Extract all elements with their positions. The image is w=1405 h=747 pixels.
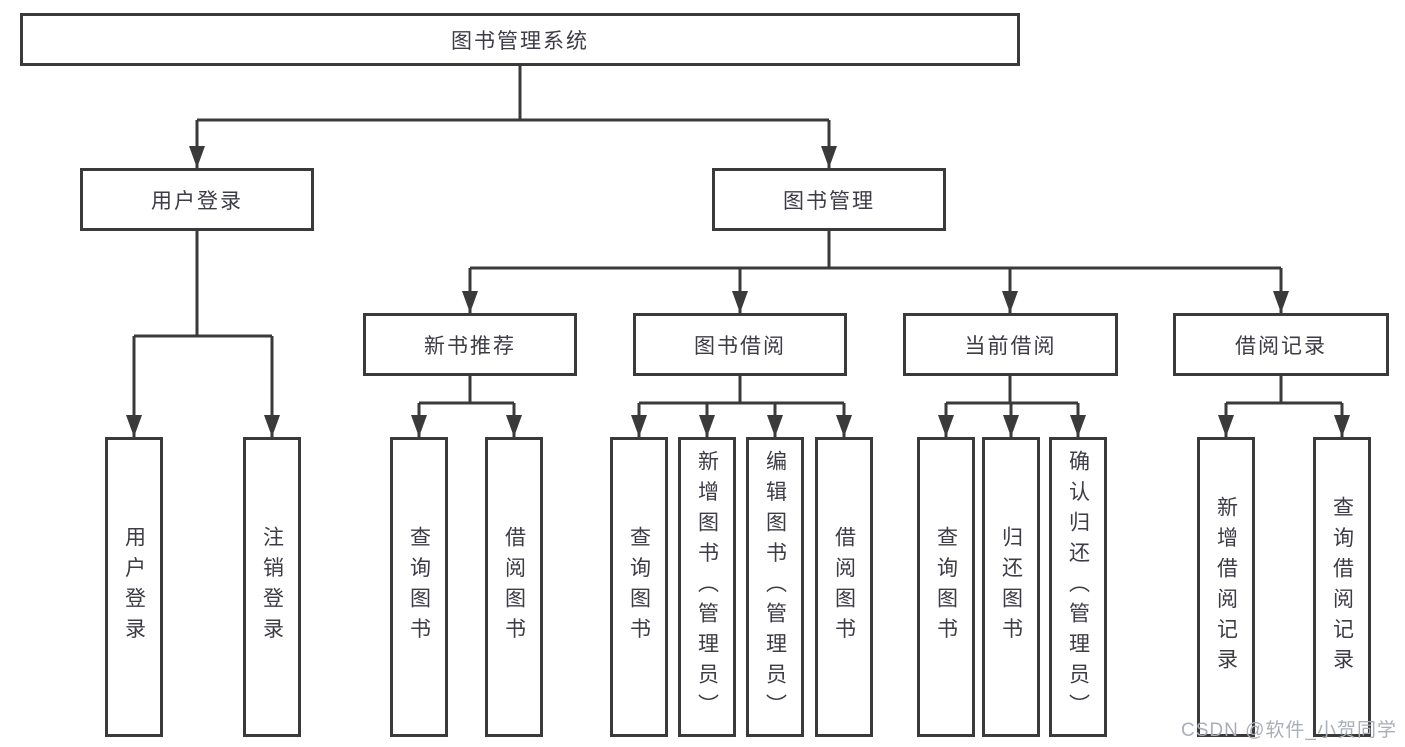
leaf-return-book-label: 归还图书	[999, 526, 1023, 648]
connector-book-borrow	[637, 376, 846, 437]
leaf-add-borrow-record-label: 新增借阅记录	[1214, 495, 1238, 679]
leaf-borrow-book-2-label: 借阅图书	[832, 526, 856, 648]
connector-borrow-records	[1224, 376, 1344, 437]
node-new-book-recommend: 新书推荐	[363, 313, 577, 376]
leaf-borrow-book-1-label: 借阅图书	[502, 526, 526, 648]
connector-user-login	[132, 231, 274, 437]
node-book-management-label: 图书管理	[783, 189, 875, 213]
node-root-label: 图书管理系统	[451, 29, 589, 53]
leaf-query-borrow-record-label: 查询借阅记录	[1330, 495, 1354, 679]
leaf-query-book-2-label: 查询图书	[627, 526, 651, 648]
node-user-login-label: 用户登录	[151, 189, 243, 213]
leaf-logout-label: 注销登录	[260, 526, 284, 648]
leaf-borrow-book-1: 借阅图书	[485, 437, 543, 737]
leaf-confirm-return-admin: 确认归还（管理员）	[1049, 437, 1107, 737]
node-book-management: 图书管理	[712, 168, 946, 231]
csdn-watermark: CSDN @软件_小贺同学	[1181, 720, 1397, 741]
leaf-user-login-label: 用户登录	[122, 526, 146, 648]
leaf-add-borrow-record: 新增借阅记录	[1197, 437, 1255, 737]
node-borrow-records: 借阅记录	[1173, 313, 1389, 376]
node-current-borrow: 当前借阅	[903, 313, 1118, 376]
leaf-query-borrow-record: 查询借阅记录	[1313, 437, 1371, 737]
leaf-query-book-3: 查询图书	[917, 437, 975, 737]
node-borrow-records-label: 借阅记录	[1235, 334, 1327, 358]
node-book-borrow: 图书借阅	[633, 313, 847, 376]
node-current-borrow-label: 当前借阅	[964, 334, 1057, 358]
leaf-edit-book-admin-label: 编辑图书（管理员）	[763, 449, 787, 725]
leaf-user-login: 用户登录	[105, 437, 163, 737]
leaf-query-book-3-label: 查询图书	[934, 526, 958, 648]
leaf-borrow-book-2: 借阅图书	[815, 437, 873, 737]
connector-book-management	[468, 231, 1283, 313]
leaf-logout: 注销登录	[243, 437, 301, 737]
leaf-edit-book-admin: 编辑图书（管理员）	[746, 437, 804, 737]
leaf-add-book-admin-label: 新增图书（管理员）	[695, 449, 719, 725]
node-new-book-recommend-label: 新书推荐	[424, 334, 516, 358]
connector-new-book-recommend	[417, 376, 516, 437]
node-user-login: 用户登录	[80, 168, 314, 231]
node-book-borrow-label: 图书借阅	[694, 334, 786, 358]
leaf-query-book-1: 查询图书	[390, 437, 448, 737]
leaf-add-book-admin: 新增图书（管理员）	[678, 437, 736, 737]
connector-root	[195, 66, 831, 168]
node-root: 图书管理系统	[20, 13, 1020, 66]
leaf-confirm-return-admin-label: 确认归还（管理员）	[1066, 449, 1090, 725]
leaf-query-book-2: 查询图书	[610, 437, 668, 737]
leaf-query-book-1-label: 查询图书	[407, 526, 431, 648]
arrowheads	[126, 146, 1350, 437]
leaf-return-book: 归还图书	[982, 437, 1040, 737]
